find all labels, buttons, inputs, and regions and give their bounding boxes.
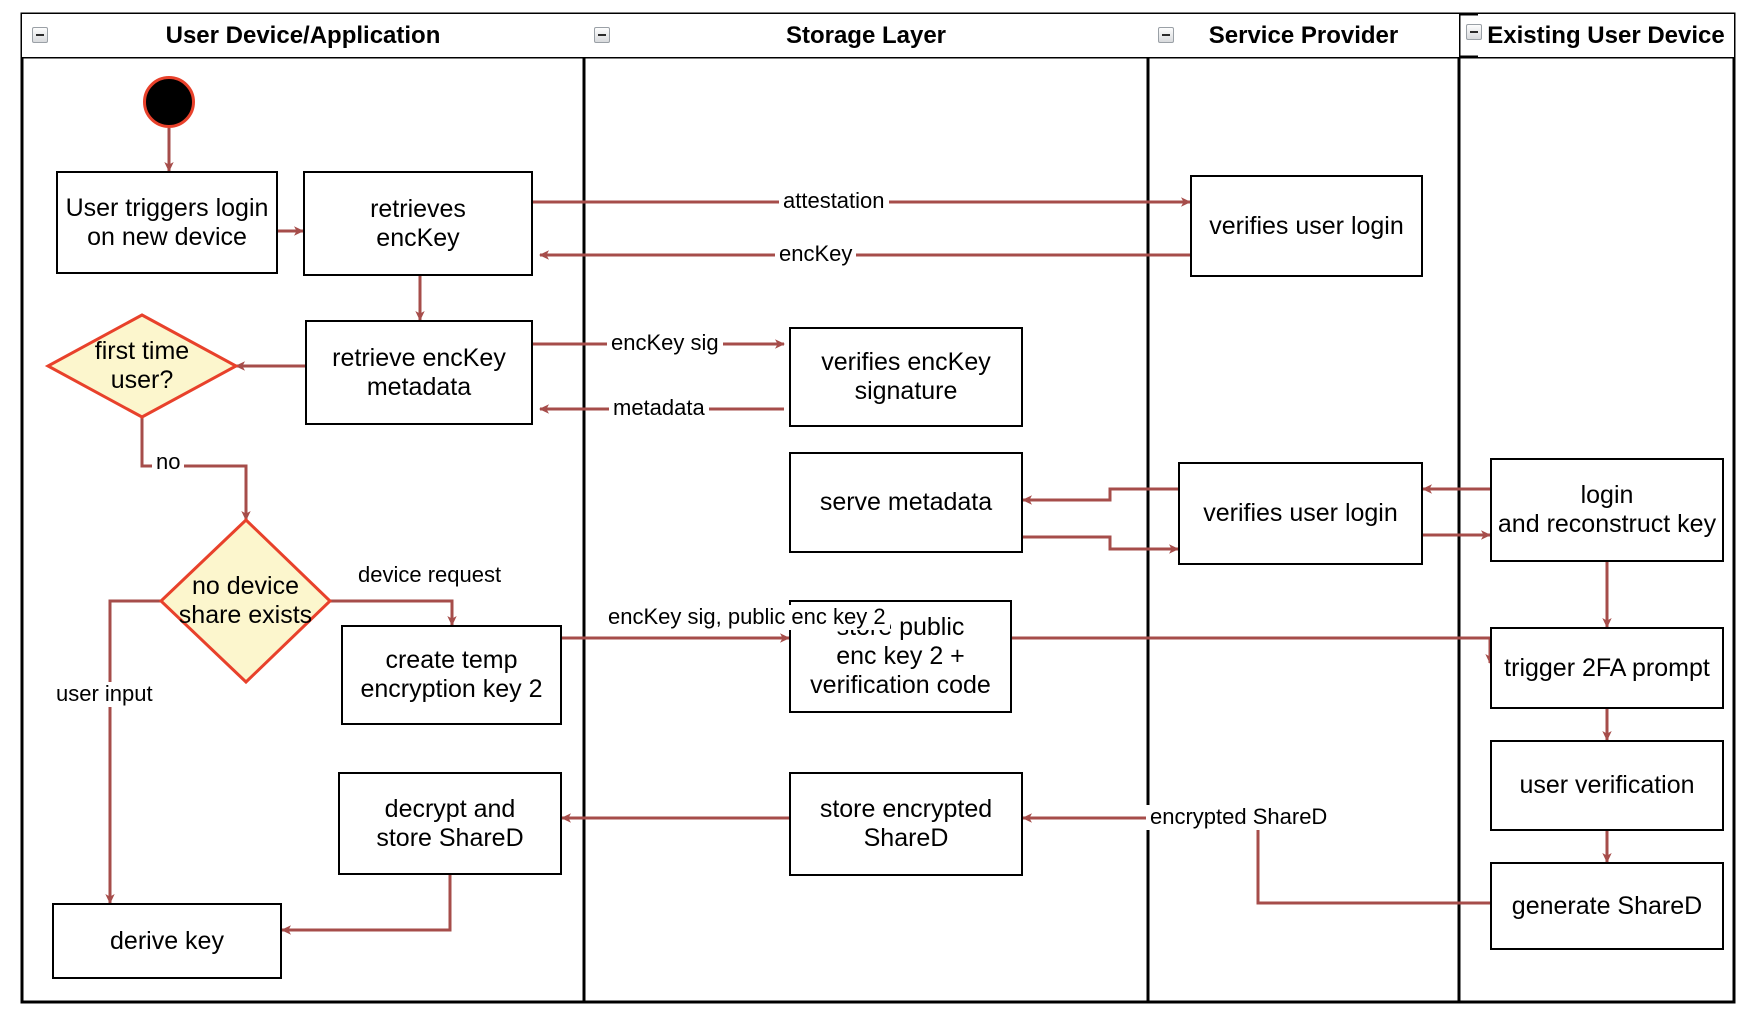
lane-header-storage-layer: Storage Layer [584, 14, 1148, 57]
edge-label-device-request: device request [354, 562, 506, 588]
node-no-device-share-exists-label: no device share exists [178, 572, 313, 629]
node-user-verification[interactable]: user verification [1490, 740, 1724, 831]
node-no-device-share-exists[interactable]: no device share exists [161, 520, 330, 682]
start-node[interactable] [143, 76, 195, 128]
node-login-and-reconstruct-key[interactable]: login and reconstruct key [1490, 458, 1724, 562]
node-first-time-user[interactable]: first time user? [48, 315, 236, 417]
node-generate-shared[interactable]: generate ShareD [1490, 862, 1724, 950]
edge-decrypt-to-derive [281, 875, 452, 935]
decision-shapes [44, 313, 333, 685]
node-serve-metadata[interactable]: serve metadata [789, 452, 1023, 553]
lane-header-user-device: User Device/Application [22, 14, 584, 57]
edge-device-request [330, 599, 457, 626]
edge-label-attestation: attestation [779, 188, 889, 214]
collapse-minus-icon-storage-layer[interactable] [594, 27, 610, 43]
lane-header-service-provider: Service Provider [1148, 14, 1459, 57]
collapse-minus-icon-user-device[interactable] [32, 27, 48, 43]
decision-no-device-share-shape [158, 517, 333, 685]
node-verifies-enckey-signature[interactable]: verifies encKey signature [789, 327, 1023, 427]
collapse-minus-icon-existing-user-device[interactable] [1466, 24, 1482, 40]
node-retrieves-enckey[interactable]: retrieves encKey [303, 171, 533, 276]
edge-label-enckey: encKey [775, 241, 857, 267]
node-derive-key[interactable]: derive key [52, 903, 282, 979]
node-create-temp-encryption-key-2[interactable]: create temp encryption key 2 [341, 625, 562, 725]
edge-serve-metadata-to-sp [1023, 535, 1179, 554]
edge-label-enckey-sig-public-enc-key-2: encKey sig, public enc key 2 [604, 604, 890, 630]
node-retrieve-enckey-metadata[interactable]: retrieve encKey metadata [305, 320, 533, 425]
edge-label-enckey-sig: encKey sig [607, 330, 723, 356]
edge-label-metadata: metadata [609, 395, 709, 421]
node-store-encrypted-shared[interactable]: store encrypted ShareD [789, 772, 1023, 876]
edge-store-pubkey-to-2fa [1012, 636, 1495, 664]
node-verifies-user-login-top[interactable]: verifies user login [1190, 175, 1423, 277]
node-trigger-2fa-prompt[interactable]: trigger 2FA prompt [1490, 627, 1724, 709]
edge-label-user-input: user input [52, 681, 157, 707]
edge-sp-to-serve-metadata [1022, 487, 1178, 505]
lane-header-existing-user-device: Existing User Device [1478, 14, 1734, 57]
edge-encrypted-shared [1022, 813, 1490, 905]
collapse-minus-icon-service-provider[interactable] [1158, 27, 1174, 43]
node-first-time-user-label: first time user? [94, 337, 190, 394]
node-verifies-user-login-mid[interactable]: verifies user login [1178, 462, 1423, 565]
edge-no-branch [140, 417, 251, 521]
edge-label-no: no [152, 449, 185, 475]
node-decrypt-and-store-shared[interactable]: decrypt and store ShareD [338, 772, 562, 875]
edge-user-input [105, 599, 161, 904]
edge-label-encrypted-shared: encrypted ShareD [1146, 804, 1332, 830]
decision-first-time-user-shape [44, 313, 240, 419]
node-user-triggers-login[interactable]: User triggers login on new device [56, 171, 278, 274]
